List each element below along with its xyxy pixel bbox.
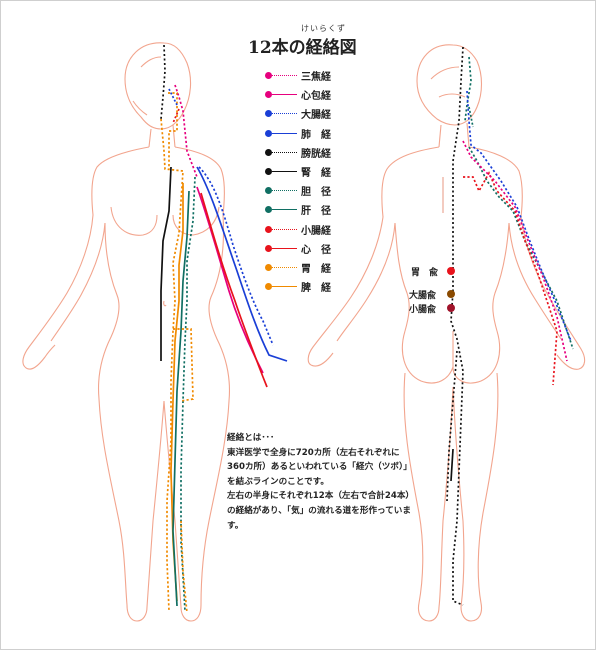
legend-dot [265, 91, 272, 99]
front-liver-line [172, 190, 190, 607]
legend-item: 肺 経 [263, 125, 383, 144]
legend-line [272, 94, 297, 96]
front-heart-line [200, 192, 268, 388]
legend-line [272, 132, 297, 134]
description-paragraph-1: 東洋医学で全身に720カ所（左右それぞれに360カ所）あるといわれている「経穴（… [227, 447, 408, 487]
back-body-outline [307, 44, 586, 622]
legend-dot [265, 148, 272, 156]
legend-dot [265, 110, 272, 118]
legend-line [272, 209, 297, 211]
legend-line [272, 170, 297, 172]
back-point-smallintestine-shu [447, 304, 455, 312]
front-stomach-line [160, 118, 184, 612]
legend-label: 腎 経 [301, 167, 331, 179]
front-bladder-line [160, 44, 166, 120]
legend-item: 三焦経 [263, 67, 383, 86]
back-point-stomach-shu [447, 267, 455, 275]
front-lung-line [196, 166, 288, 362]
legend-label: 心包経 [301, 91, 331, 103]
label-stomach-shu: 胃 兪 [411, 268, 439, 278]
legend-label: 脾 経 [301, 283, 331, 295]
front-spleen-line [170, 183, 184, 602]
front-kidney-line [160, 166, 172, 361]
legend-item: 小腸経 [263, 221, 383, 240]
legend-label: 大腸経 [301, 110, 331, 122]
legend-label: 心 径 [301, 244, 331, 256]
back-bladder-line [450, 46, 464, 606]
legend-item: 膀胱経 [263, 144, 383, 163]
legend-label: 胃 経 [301, 263, 331, 275]
front-body-outline [22, 42, 230, 622]
legend-label: 膀胱経 [301, 148, 331, 160]
legend-dot [265, 206, 272, 214]
label-smallintestine-shu: 小腸兪 [409, 305, 437, 315]
legend-dot [265, 283, 272, 291]
legend-dot [265, 167, 272, 175]
legend-line [272, 113, 297, 115]
legend-line [272, 190, 297, 192]
back-point-largeintestine-shu [447, 290, 455, 298]
back-smallintestine-line [463, 171, 558, 386]
legend-item: 大腸経 [263, 105, 383, 124]
title-ruby: けいらくず [301, 24, 346, 33]
legend-dot [265, 244, 272, 252]
legend-dot [265, 129, 272, 137]
legend-line [272, 266, 297, 268]
legend-item: 脾 経 [263, 278, 383, 297]
legend-label: 肝 径 [301, 206, 331, 218]
description-paragraph-2: 左右の半身にそれぞれ12本（左右で合計24本）の経絡があり、「気」の流れる道を形… [227, 491, 411, 531]
back-meridians [446, 46, 574, 606]
description-heading: 経絡とは･･･ [227, 433, 275, 443]
legend-label: 小腸経 [301, 225, 331, 237]
legend: 三焦経 心包経 大腸経 肺 経 膀胱経 腎 経 胆 径 肝 径 小腸経 心 径 … [263, 67, 383, 297]
legend-line [272, 75, 297, 76]
legend-item: 腎 経 [263, 163, 383, 182]
front-largeintestine-line [198, 166, 274, 346]
front-triple-burner-line [174, 84, 198, 178]
legend-item: 胆 径 [263, 182, 383, 201]
description-box: 経絡とは･･･ 東洋医学で全身に720カ所（左右それぞれに360カ所）あるといわ… [227, 431, 411, 533]
label-largeintestine-shu: 大腸兪 [409, 291, 437, 301]
legend-dot [265, 187, 272, 195]
legend-item: 肝 径 [263, 201, 383, 220]
legend-item: 心 径 [263, 240, 383, 259]
legend-dot [265, 225, 272, 233]
legend-item: 胃 経 [263, 259, 383, 278]
legend-dot [265, 263, 272, 271]
legend-line [272, 151, 297, 153]
legend-line [272, 228, 297, 230]
legend-label: 三焦経 [301, 72, 331, 83]
page-title: 12本の経絡図 [248, 38, 357, 58]
front-gallbladder-line [180, 176, 196, 612]
legend-line [272, 247, 297, 249]
legend-line [272, 286, 297, 288]
front-meridians [160, 44, 288, 614]
front-pericardium-line [196, 186, 264, 374]
legend-item: 心包経 [263, 86, 383, 105]
legend-label: 肺 経 [301, 129, 331, 141]
legend-dot [265, 72, 272, 79]
legend-label: 胆 径 [301, 187, 331, 199]
